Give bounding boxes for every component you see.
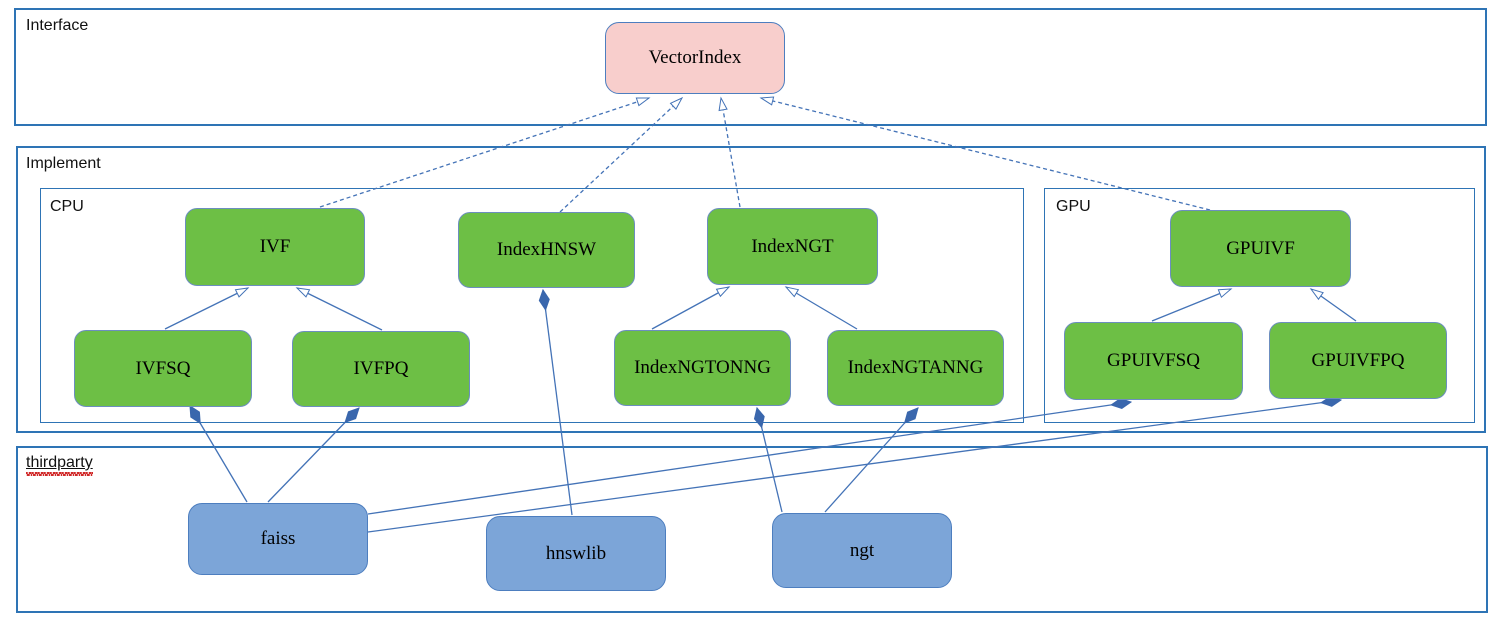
node-indexngtanng: IndexNGTANNG (827, 330, 1004, 406)
node-indexngtonng: IndexNGTONNG (614, 330, 791, 406)
implement-container-label: Implement (26, 155, 101, 172)
node-hnswlib: hnswlib (486, 516, 666, 591)
node-ivfpq: IVFPQ (292, 331, 470, 407)
thirdparty-container-label: thirdparty (26, 454, 93, 476)
gpu-container-label: GPU (1056, 198, 1091, 215)
node-vectorindex: VectorIndex (605, 22, 785, 94)
cpu-container-label: CPU (50, 198, 84, 215)
node-gpuivf: GPUIVF (1170, 210, 1351, 287)
node-indexhnsw: IndexHNSW (458, 212, 635, 288)
node-ivf: IVF (185, 208, 365, 286)
node-gpuivfsq: GPUIVFSQ (1064, 322, 1243, 400)
node-ngt: ngt (772, 513, 952, 588)
node-faiss: faiss (188, 503, 368, 575)
node-ivfsq: IVFSQ (74, 330, 252, 407)
interface-container-label: Interface (26, 17, 89, 34)
node-gpuivfpq: GPUIVFPQ (1269, 322, 1447, 399)
node-indexngt: IndexNGT (707, 208, 878, 285)
thirdparty-label-text: thirdparty (26, 454, 93, 476)
